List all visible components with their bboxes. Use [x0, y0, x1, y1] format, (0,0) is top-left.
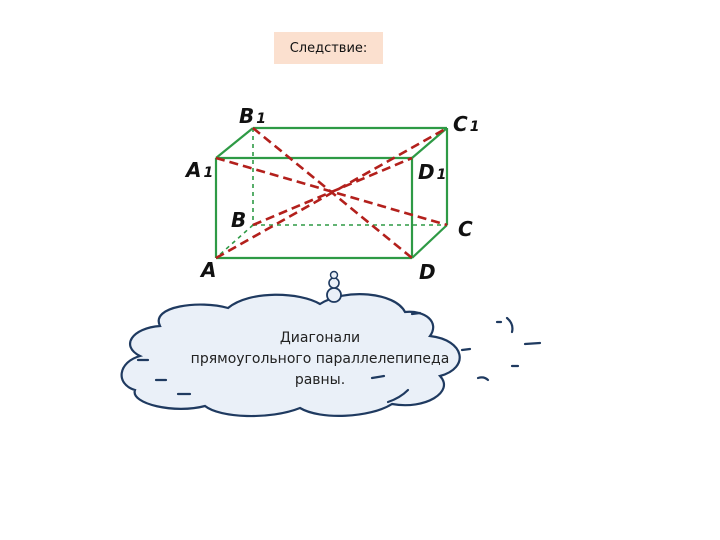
corollary-title: Следствие: — [274, 32, 383, 64]
callout-line-3: равны. — [294, 372, 346, 388]
edge-a1-b1 — [215, 127, 254, 159]
vertex-label-d: D — [419, 260, 436, 284]
corollary-title-text: Следствие: — [289, 40, 368, 56]
edge-b-a — [215, 224, 254, 259]
callout-line-1: Диагонали — [279, 330, 361, 346]
callout-line-2: прямоугольного параллелепипеда — [190, 351, 450, 367]
visible-edges — [214, 126, 449, 260]
vertex-label-a: A — [201, 258, 217, 282]
thought-cloud — [120, 270, 542, 418]
space-diagonals — [215, 126, 448, 260]
edge-d1-c1 — [411, 127, 448, 159]
edge-c-d — [411, 224, 448, 259]
diagonal-b1-d — [252, 126, 413, 260]
vertex-label-c: C — [458, 217, 473, 241]
vertex-label-b: B — [231, 208, 247, 232]
hidden-edges — [215, 128, 447, 259]
callout-text: Диагонали прямоугольного параллелепипеда… — [168, 328, 472, 391]
diagonal-b-d1 — [252, 156, 413, 227]
